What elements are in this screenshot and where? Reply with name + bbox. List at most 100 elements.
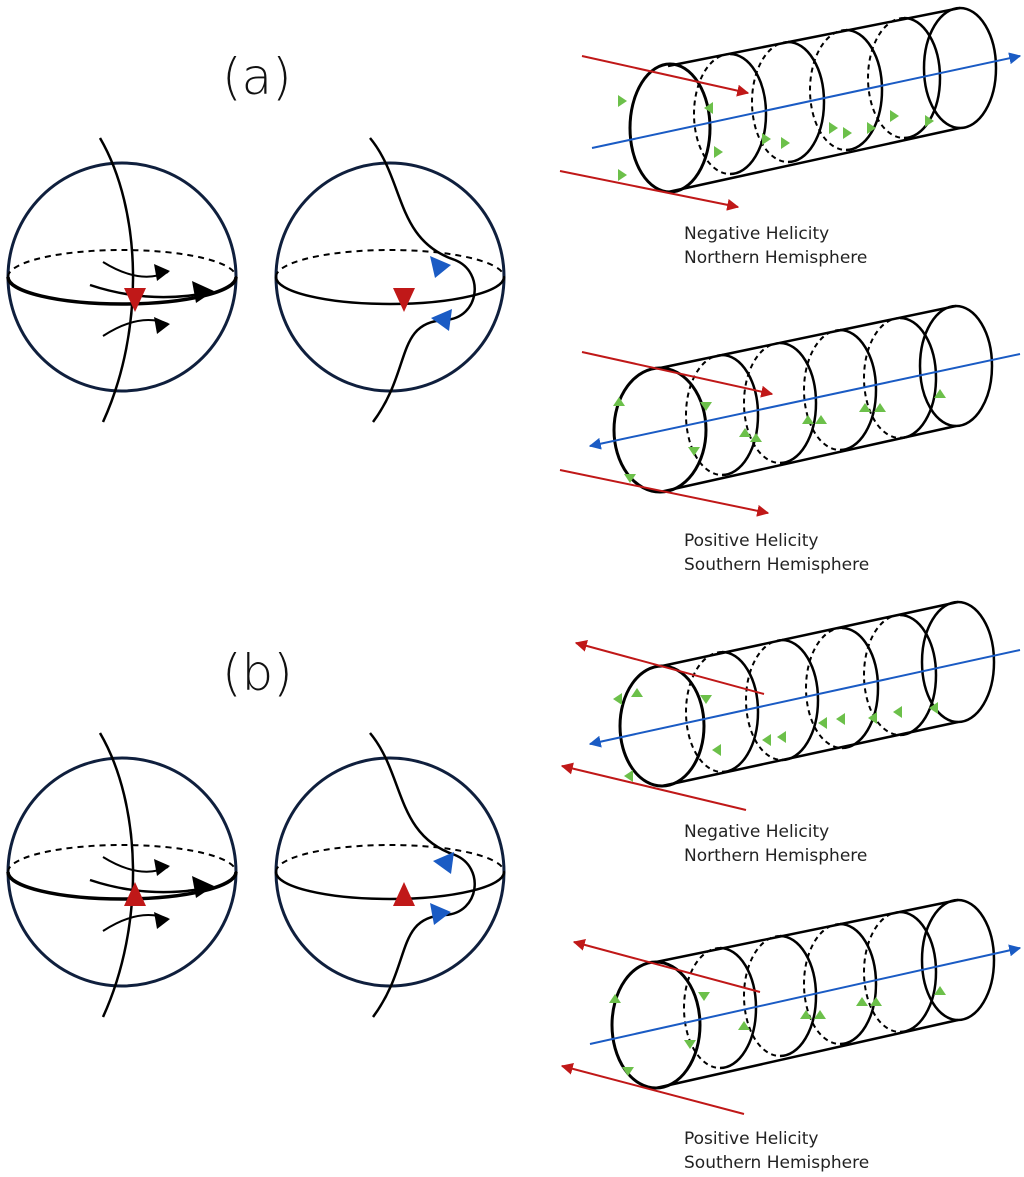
caption-rope-3: Negative Helicity Northern Hemisphere bbox=[684, 820, 867, 868]
rope-front-ellipse bbox=[612, 366, 708, 494]
flux-rope-2 bbox=[559, 304, 1021, 517]
blue-arrow-lower bbox=[430, 903, 451, 925]
sphere-outline bbox=[274, 756, 506, 988]
green-arrow bbox=[890, 110, 899, 122]
green-arrow bbox=[622, 1067, 634, 1076]
sphere-outline bbox=[6, 756, 238, 988]
green-arrow bbox=[777, 731, 786, 743]
rope-ring-back bbox=[743, 935, 781, 1057]
rope-ring bbox=[839, 328, 878, 452]
green-arrow bbox=[843, 127, 852, 139]
rope-ring-back bbox=[685, 354, 723, 476]
green-arrow bbox=[867, 122, 876, 134]
flux-rope-1 bbox=[559, 6, 1022, 211]
sheared-field-line bbox=[369, 732, 476, 1018]
rope-ring bbox=[899, 910, 938, 1034]
rope-ring bbox=[845, 28, 884, 152]
caption-rope-1: Negative Helicity Northern Hemisphere bbox=[684, 222, 867, 270]
green-arrow bbox=[836, 713, 845, 725]
green-arrow bbox=[856, 997, 868, 1006]
green-arrow bbox=[613, 397, 625, 406]
rope-ring bbox=[721, 353, 760, 477]
red-arrow-up bbox=[393, 882, 415, 906]
blue-axis-arrow bbox=[591, 52, 1022, 149]
equator-front bbox=[274, 871, 506, 901]
green-arrow bbox=[631, 688, 643, 697]
equator-front bbox=[6, 871, 238, 901]
green-arrow bbox=[868, 712, 877, 724]
green-arrow bbox=[613, 693, 622, 705]
blue-arrow-upper bbox=[430, 256, 451, 278]
flow-arrowhead bbox=[192, 876, 214, 898]
rope-front-ellipse bbox=[618, 664, 706, 788]
green-arrow bbox=[934, 389, 946, 398]
blue-axis-arrow bbox=[588, 649, 1021, 748]
green-arrow bbox=[818, 717, 827, 729]
caption-rope-2: Positive Helicity Southern Hemisphere bbox=[684, 529, 869, 577]
panel-label-b: (b) bbox=[222, 644, 293, 702]
red-arrow-top bbox=[572, 939, 761, 993]
equator-back bbox=[7, 844, 237, 873]
panel-label-a: (a) bbox=[222, 48, 292, 106]
green-arrow bbox=[870, 997, 882, 1006]
rope-top-edge bbox=[655, 898, 959, 964]
hemisphere-label: Northern Hemisphere bbox=[684, 846, 868, 866]
green-arrow bbox=[618, 169, 627, 181]
rope-ring bbox=[899, 613, 938, 737]
rope-ring-back bbox=[743, 342, 781, 464]
green-arrow bbox=[893, 706, 902, 718]
sphere-b-left bbox=[6, 732, 238, 1018]
rope-end-ellipse bbox=[920, 600, 996, 724]
rope-front-ellipse bbox=[628, 62, 712, 194]
red-arrow-top bbox=[581, 55, 750, 97]
rope-ring bbox=[719, 946, 758, 1070]
green-arrow bbox=[829, 122, 838, 134]
rope-ring-back bbox=[863, 317, 901, 439]
green-arrow bbox=[925, 115, 934, 127]
green-arrow bbox=[704, 102, 713, 114]
flow-arrowhead-upper bbox=[154, 264, 170, 281]
green-arrow bbox=[750, 433, 762, 442]
green-arrow bbox=[874, 403, 886, 412]
green-arrow bbox=[814, 1010, 826, 1019]
rope-ring-back bbox=[693, 53, 731, 175]
rope-ring bbox=[781, 638, 820, 762]
rope-ring bbox=[721, 650, 760, 774]
flow-arrowhead-lower bbox=[154, 317, 170, 334]
red-arrow-bottom bbox=[559, 469, 770, 517]
rope-top-edge bbox=[661, 600, 959, 668]
sphere-b-right bbox=[274, 732, 506, 1018]
green-arrow bbox=[762, 133, 771, 145]
green-arrow bbox=[624, 770, 633, 782]
flux-rope-3 bbox=[560, 600, 1021, 811]
helicity-label: Negative Helicity bbox=[684, 224, 830, 244]
helicity-label: Positive Helicity bbox=[684, 1129, 819, 1149]
green-arrow bbox=[739, 428, 751, 437]
rope-ring-back bbox=[863, 614, 901, 736]
rope-ring-back bbox=[803, 923, 841, 1045]
green-arrow bbox=[618, 95, 627, 107]
green-arrow bbox=[688, 447, 700, 456]
green-arrow bbox=[781, 137, 790, 149]
green-arrow bbox=[815, 415, 827, 424]
blue-arrow-lower bbox=[431, 309, 452, 331]
sphere-a-right bbox=[274, 137, 506, 423]
equator-front bbox=[6, 276, 238, 306]
green-arrow bbox=[738, 1021, 750, 1030]
flow-arrowhead-upper bbox=[154, 859, 170, 876]
equator-back bbox=[275, 249, 505, 278]
equator-back bbox=[7, 249, 237, 278]
rope-ring bbox=[841, 626, 880, 750]
red-arrow-bottom bbox=[560, 1062, 745, 1115]
caption-rope-4: Positive Helicity Southern Hemisphere bbox=[684, 1127, 869, 1175]
rope-ring bbox=[787, 40, 826, 164]
rope-ring bbox=[779, 934, 818, 1058]
red-arrow-bottom bbox=[559, 170, 740, 211]
rope-ring-back bbox=[809, 29, 847, 151]
green-arrow bbox=[712, 744, 721, 756]
equator-back bbox=[275, 844, 505, 873]
green-arrow bbox=[859, 403, 871, 412]
hemisphere-label: Southern Hemisphere bbox=[684, 1153, 870, 1173]
flow-arrowhead bbox=[192, 281, 214, 303]
rope-end-ellipse bbox=[918, 304, 994, 428]
